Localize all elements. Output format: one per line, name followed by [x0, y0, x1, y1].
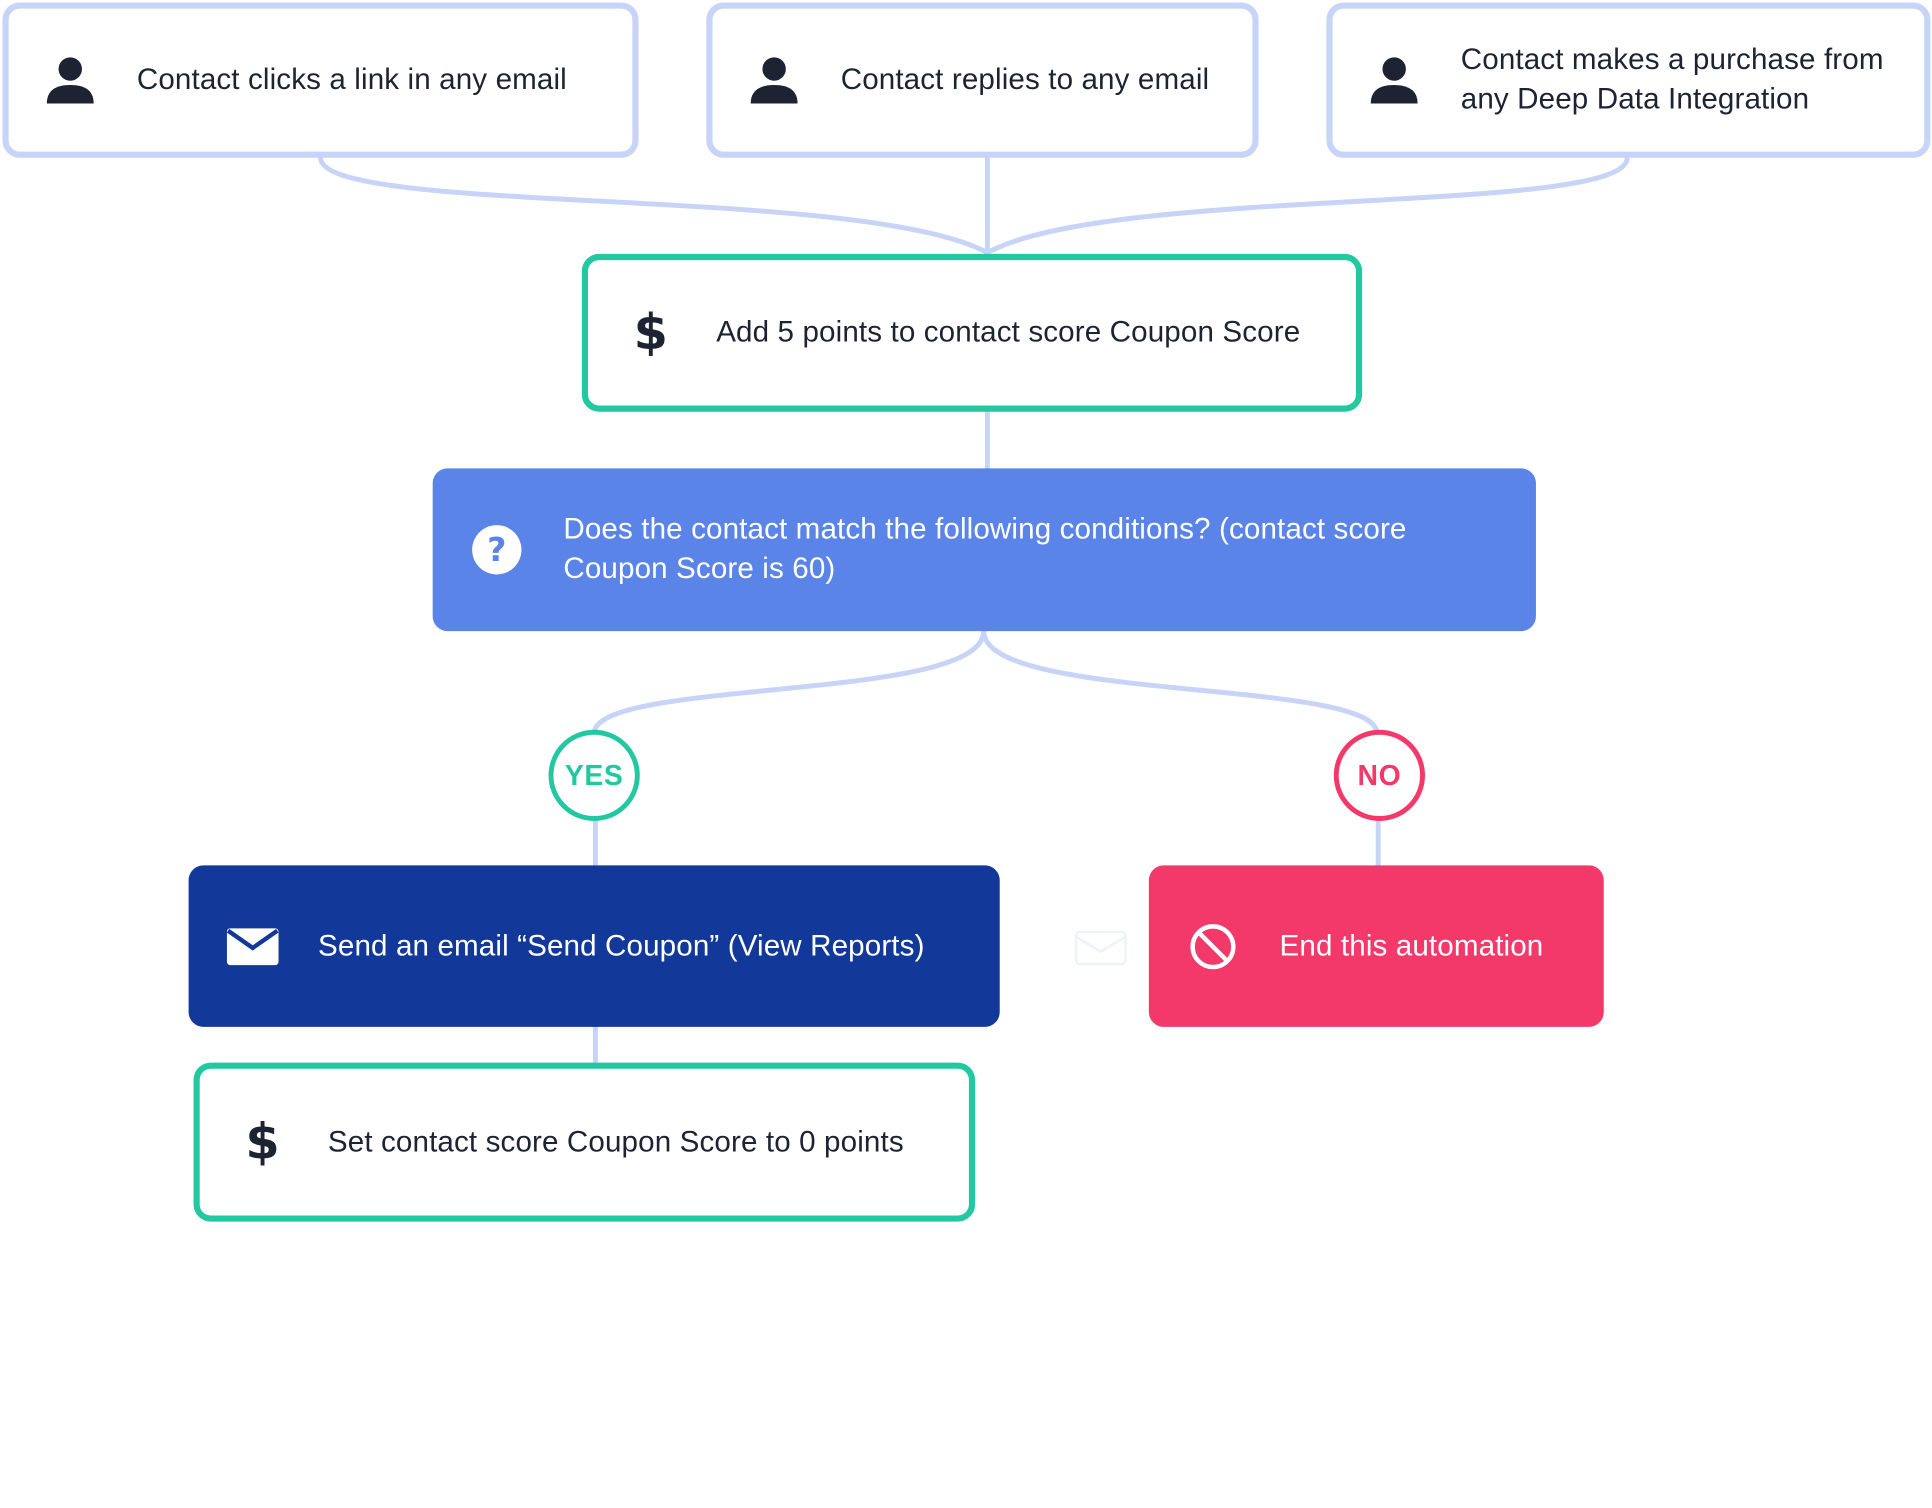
end-label: End this automation [1279, 928, 1544, 963]
condition-node[interactable]: ? Does the contact match the following c… [432, 468, 1536, 632]
yes-branch-badge[interactable]: YES [548, 729, 640, 821]
connector-condition-yes [591, 628, 987, 736]
email-label: Send an email “Send Coupon” (View Report… [318, 928, 925, 963]
connector-trigger-3 [984, 155, 1630, 256]
person-icon [747, 54, 801, 106]
connector-condition-no [981, 628, 1380, 736]
action-label: Set contact score Coupon Score to 0 poin… [327, 1124, 904, 1159]
question-icon: ? [471, 524, 523, 576]
reset-score-action[interactable]: $ Set contact score Coupon Score to 0 po… [193, 1062, 976, 1222]
condition-label: Does the contact match the following con… [563, 512, 1407, 586]
dollar-icon: $ [245, 1113, 280, 1171]
send-email-action[interactable]: Send an email “Send Coupon” (View Report… [188, 865, 1000, 1027]
end-automation-action[interactable]: End this automation [1148, 865, 1604, 1027]
trigger-label: Contact makes a purchase from any Deep D… [1460, 43, 1884, 116]
action-label: Add 5 points to contact score Coupon Sco… [716, 315, 1301, 349]
faint-envelope-icon [1074, 930, 1127, 966]
trigger-email-reply[interactable]: Contact replies to any email [706, 2, 1259, 158]
envelope-icon [226, 927, 279, 965]
person-icon [1367, 54, 1421, 106]
no-branch-badge[interactable]: NO [1333, 729, 1426, 821]
svg-text:?: ? [487, 530, 506, 569]
trigger-label: Contact clicks a link in any email [136, 62, 567, 97]
person-icon [43, 54, 97, 106]
add-points-action[interactable]: $ Add 5 points to contact score Coupon S… [581, 253, 1363, 412]
connector-trigger-1 [318, 155, 990, 256]
dollar-icon: $ [633, 304, 669, 362]
connector-lines [318, 155, 1630, 1066]
trigger-label: Contact replies to any email [840, 62, 1210, 97]
prohibited-icon [1188, 921, 1237, 970]
trigger-link-click[interactable]: Contact clicks a link in any email [2, 2, 639, 158]
trigger-deep-data-purchase[interactable]: Contact makes a purchase from any Deep D… [1326, 2, 1931, 158]
